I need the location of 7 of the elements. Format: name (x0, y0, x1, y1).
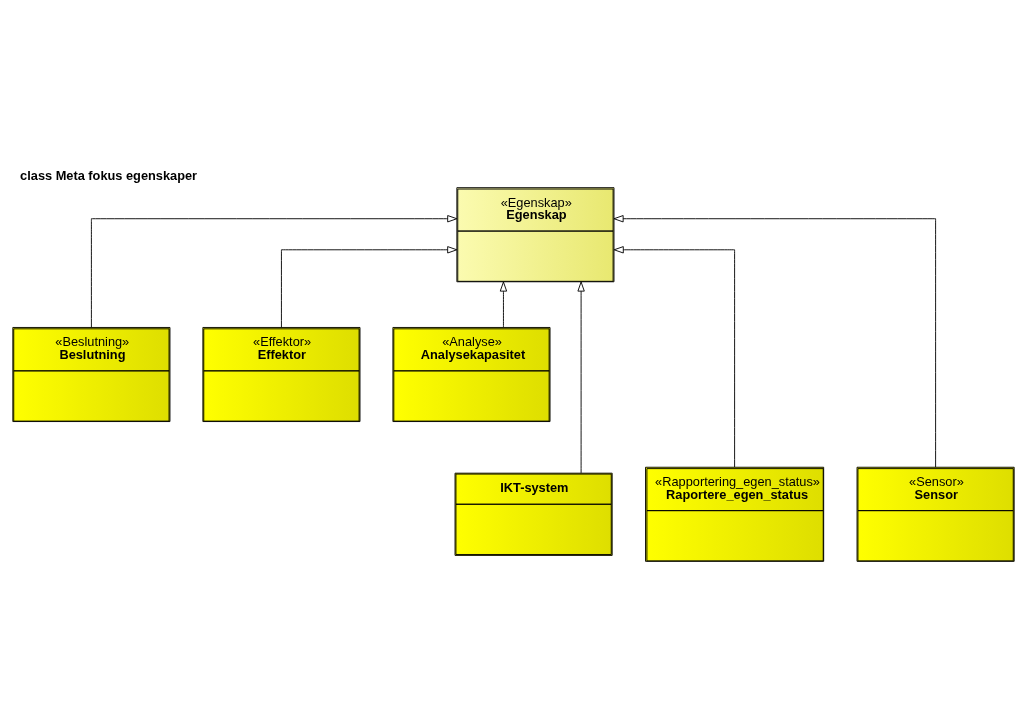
arrow (577, 281, 585, 473)
arrow (499, 281, 508, 328)
arrow (613, 245, 736, 467)
arrow (90, 214, 458, 328)
diagram-title: class Meta fokus egenskaper (20, 167, 198, 183)
arrow (613, 214, 937, 468)
arrow (281, 245, 458, 328)
